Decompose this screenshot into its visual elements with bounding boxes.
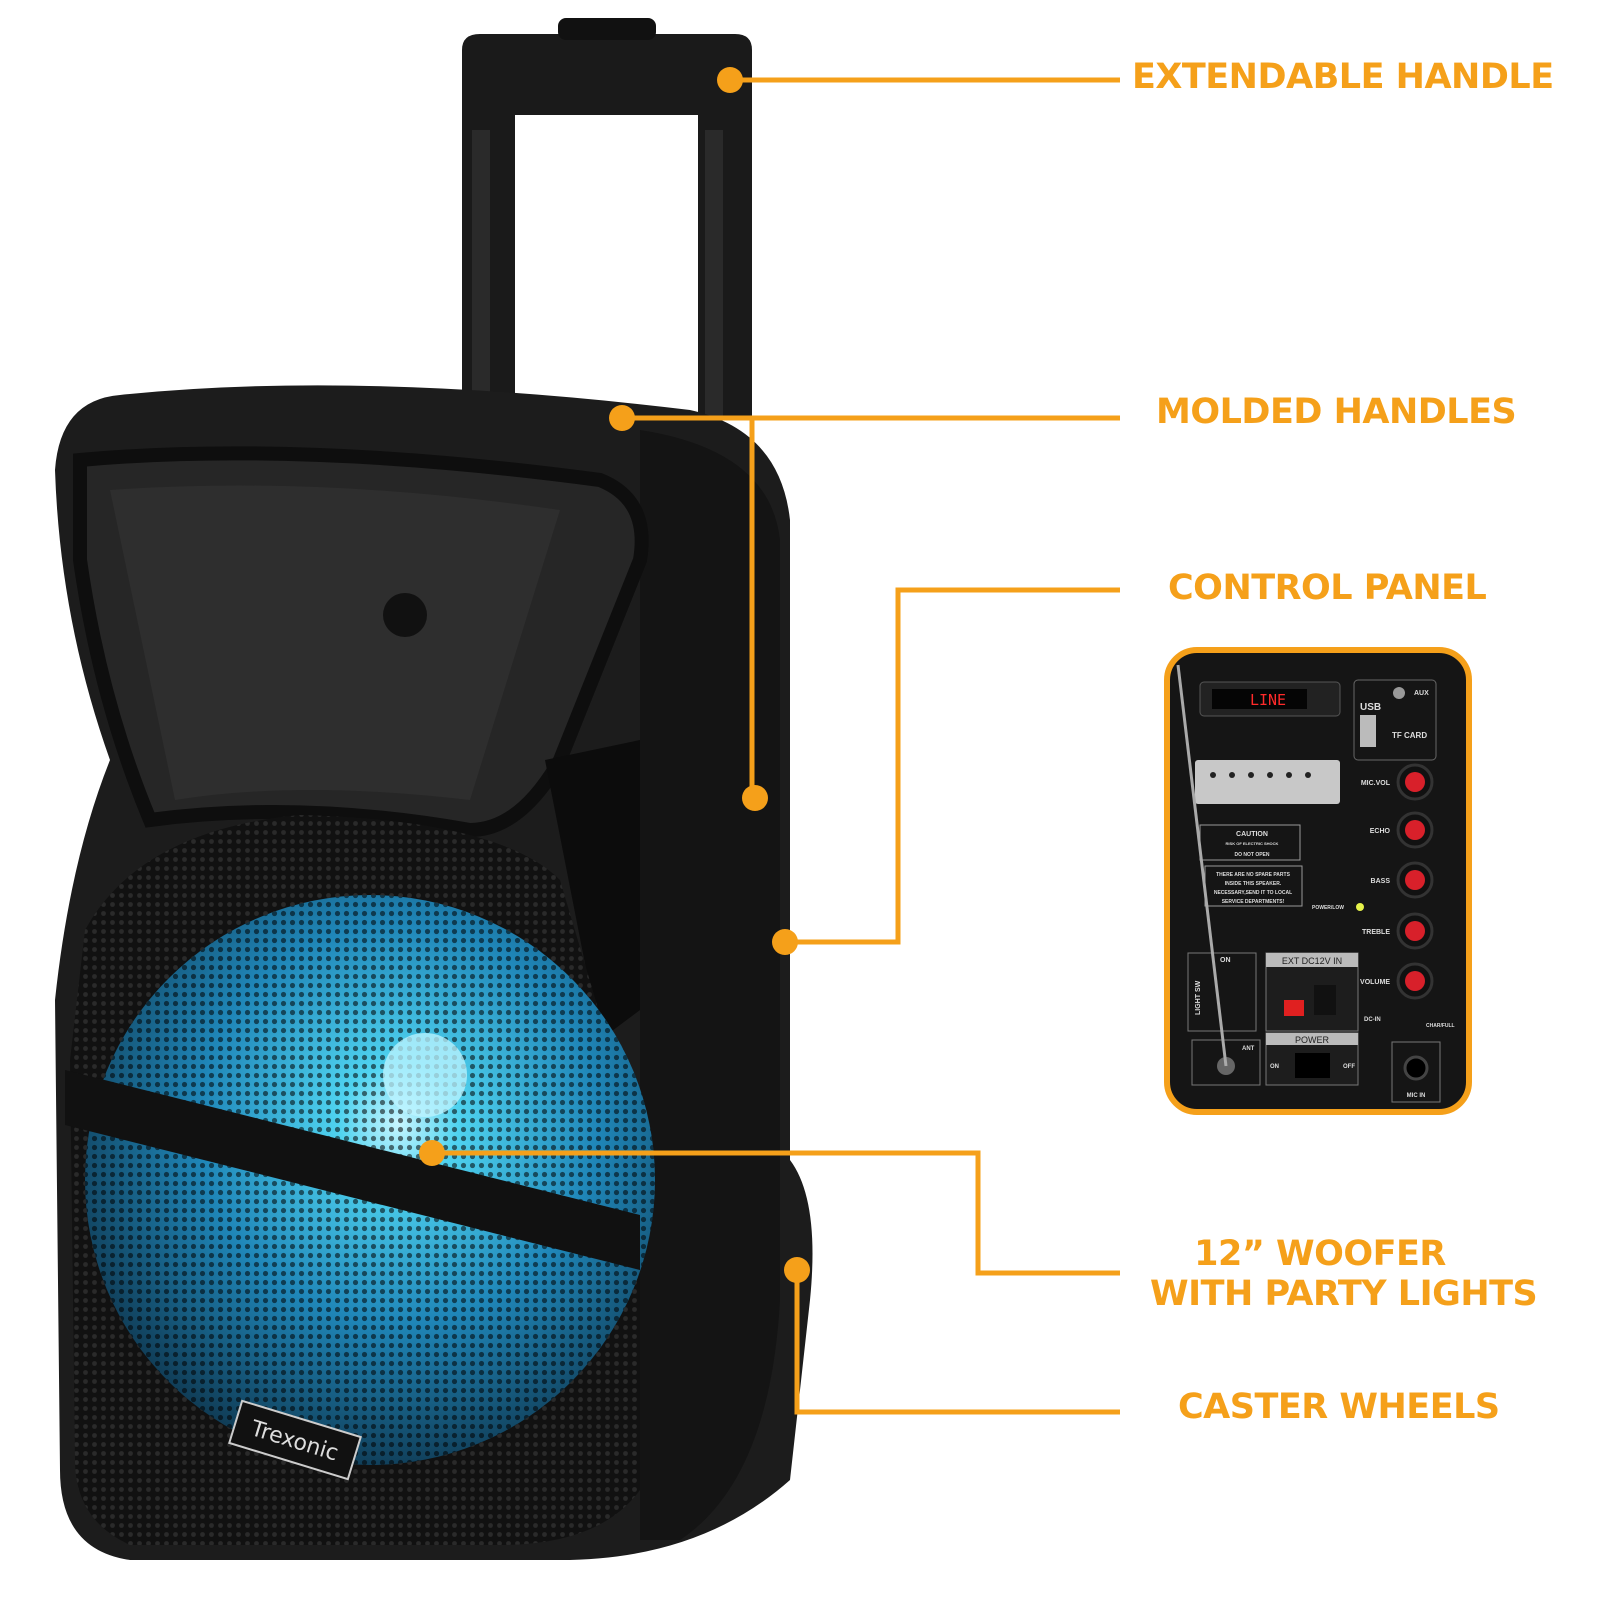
svg-text:POWER: POWER	[1295, 1035, 1330, 1045]
svg-text:ECHO: ECHO	[1370, 828, 1391, 835]
svg-text:CHAR/FULL: CHAR/FULL	[1426, 1023, 1455, 1029]
playback-buttons	[1195, 760, 1340, 804]
party-light	[383, 1033, 467, 1117]
svg-text:EXT DC12V IN: EXT DC12V IN	[1282, 956, 1342, 966]
svg-text:ON: ON	[1270, 1064, 1279, 1070]
svg-text:USB: USB	[1360, 702, 1381, 713]
handle-dot	[717, 67, 743, 93]
svg-text:MIC.VOL: MIC.VOL	[1361, 780, 1391, 787]
power-led	[1356, 903, 1364, 911]
control-panel-dot	[772, 929, 798, 955]
brand-logo: Trexonic	[228, 1399, 362, 1481]
svg-text:POWER/LOW: POWER/LOW	[1312, 905, 1344, 911]
svg-text:VOLUME: VOLUME	[1360, 979, 1390, 986]
svg-text:MIC IN: MIC IN	[1407, 1093, 1426, 1099]
mode-display: LINE	[1250, 691, 1286, 709]
control-panel-inset: LINE USB AUX TF CARD CAUTION RISK OF ELE…	[1164, 647, 1472, 1115]
svg-text:DC-IN: DC-IN	[1364, 1017, 1381, 1023]
svg-text:NECESSARY,SEND IT TO LOCAL: NECESSARY,SEND IT TO LOCAL	[1214, 890, 1292, 896]
label-molded-handles: MOLDED HANDLES	[1156, 392, 1517, 432]
woofer-dot	[419, 1140, 445, 1166]
svg-text:OFF: OFF	[1343, 1064, 1355, 1070]
svg-text:BASS: BASS	[1371, 878, 1391, 885]
molded-handle-dot-side	[742, 785, 768, 811]
antenna	[1176, 664, 1228, 1067]
svg-text:AUX: AUX	[1414, 690, 1429, 697]
caster-dot	[784, 1257, 810, 1283]
svg-text:ANT: ANT	[1242, 1046, 1255, 1052]
label-extendable-handle: EXTENDABLE HANDLE	[1132, 57, 1554, 97]
label-woofer: 12” WOOFER WITH PARTY LIGHTS	[1150, 1234, 1538, 1314]
molded-handle-dot-top	[609, 405, 635, 431]
label-woofer-line1: 12” WOOFER	[1194, 1234, 1446, 1274]
svg-text:RISK OF ELECTRIC SHOCK: RISK OF ELECTRIC SHOCK	[1226, 841, 1279, 846]
callout-lines	[432, 77, 1120, 1415]
svg-text:LIGHT SW: LIGHT SW	[1195, 980, 1202, 1015]
extendable-handle	[462, 18, 752, 420]
label-woofer-line2: WITH PARTY LIGHTS	[1150, 1274, 1538, 1314]
label-caster-wheels: CASTER WHEELS	[1178, 1387, 1500, 1427]
svg-text:SERVICE DEPARTMENTS!: SERVICE DEPARTMENTS!	[1222, 899, 1285, 905]
woofer-grille	[65, 815, 655, 1545]
label-control-panel: CONTROL PANEL	[1168, 568, 1487, 608]
svg-text:TREBLE: TREBLE	[1362, 929, 1390, 936]
knobs: MIC.VOL ECHO BASS TREBLE VOLUME	[1360, 763, 1434, 1000]
callout-dots	[419, 67, 810, 1283]
svg-text:INSIDE THIS SPEAKER.: INSIDE THIS SPEAKER.	[1225, 881, 1282, 887]
svg-text:CAUTION: CAUTION	[1236, 831, 1268, 838]
svg-text:DO NOT OPEN: DO NOT OPEN	[1234, 852, 1269, 858]
svg-text:THERE ARE NO SPARE PARTS: THERE ARE NO SPARE PARTS	[1216, 872, 1290, 878]
svg-text:ON: ON	[1220, 957, 1231, 964]
svg-text:TF CARD: TF CARD	[1392, 731, 1427, 740]
